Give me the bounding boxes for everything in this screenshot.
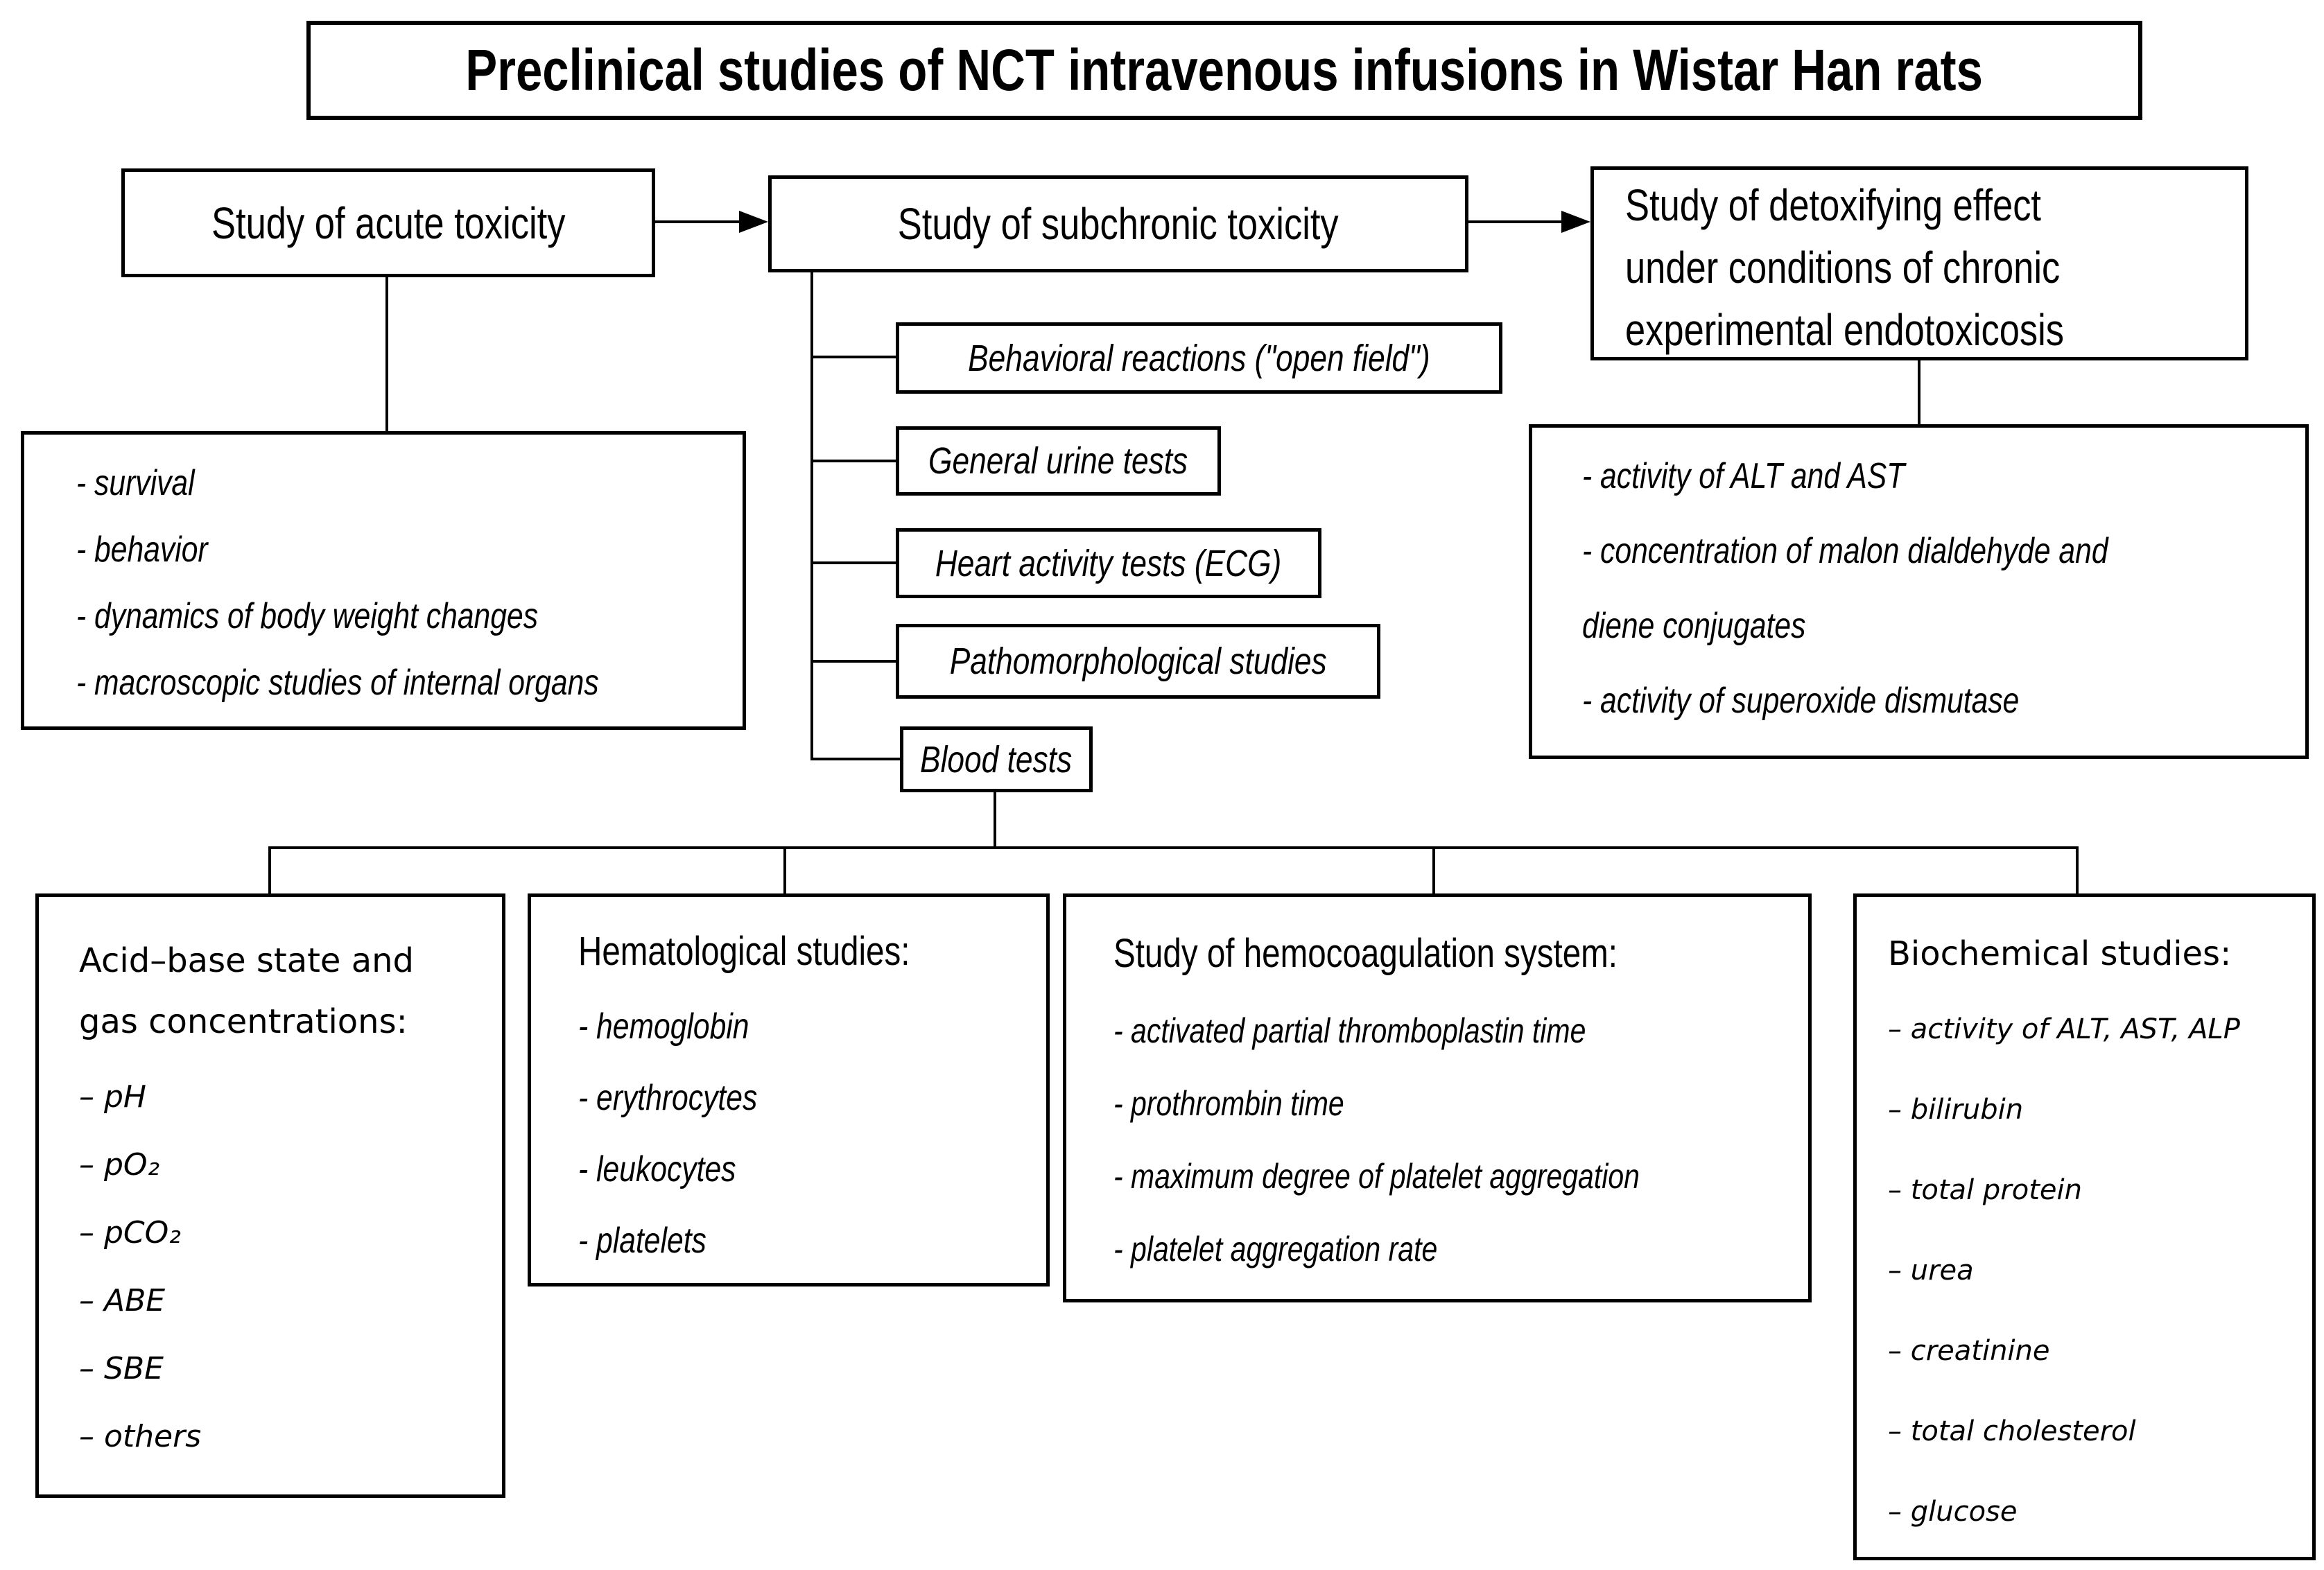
list-item: – ABE — [79, 1283, 166, 1318]
list-item: - survival — [76, 463, 195, 503]
list-item: - macroscopic studies of internal organs — [76, 663, 599, 703]
node-behavioral-reactions: Behavioral reactions ("open field") — [896, 322, 1502, 394]
connector-acute-to-subchronic — [655, 220, 742, 223]
list-item: – urea — [1888, 1255, 1974, 1286]
node-label: Study of acute toxicity — [211, 198, 566, 248]
node-heart-activity-tests-ecg: Heart activity tests (ECG) — [896, 528, 1321, 598]
connector-subchronic-to-detox — [1468, 220, 1563, 223]
list-item: - platelets — [578, 1221, 706, 1261]
list-item: - activated partial thromboplastin time — [1113, 1011, 1586, 1050]
connector-branch-behavioral — [810, 356, 896, 358]
acute-toxicity-details-box: - survival - behavior - dynamics of body… — [21, 431, 746, 730]
list-item: - prothrombin time — [1113, 1084, 1344, 1123]
list-item: – glucose — [1888, 1496, 2018, 1528]
list-item: - erythrocytes — [578, 1078, 758, 1118]
node-label: Pathomorphological studies — [949, 640, 1327, 682]
list-item: – total protein — [1888, 1174, 2082, 1206]
connector-detox-to-details — [1918, 360, 1920, 424]
list-item: - platelet aggregation rate — [1113, 1230, 1438, 1268]
connector-distributor-line — [268, 846, 2079, 849]
node-general-urine-tests: General urine tests — [896, 426, 1221, 496]
connector-branch-urine — [810, 460, 896, 462]
list-item: – pO₂ — [79, 1147, 160, 1183]
list-item: – SBE — [79, 1351, 164, 1386]
biochemical-studies-box: Biochemical studies: – activity of ALT, … — [1853, 893, 2316, 1560]
list-item: - leukocytes — [578, 1149, 736, 1189]
detox-effect-details-box: - activity of ALT and AST - concentratio… — [1529, 424, 2309, 759]
section-header: Hematological studies: — [578, 929, 910, 974]
list-item: – total cholesterol — [1888, 1415, 2136, 1447]
connector-branch-blood — [810, 758, 900, 760]
section-header: Study of hemocoagulation system: — [1113, 931, 1618, 976]
connector-stub-biochemical — [2076, 846, 2079, 893]
connector-stub-hemocoagulation — [1432, 846, 1435, 893]
diagram-title-box: Preclinical studies of NCT intravenous i… — [306, 21, 2142, 120]
node-study-of-detoxifying-effect: Study of detoxifying effect under condit… — [1590, 166, 2248, 360]
list-item: – others — [79, 1419, 202, 1454]
arrowhead-right-icon — [1561, 211, 1590, 233]
node-label: Study of subchronic toxicity — [898, 199, 1339, 249]
connector-acute-to-details — [385, 277, 388, 431]
node-study-of-subchronic-toxicity: Study of subchronic toxicity — [768, 175, 1468, 272]
connector-branch-heart — [810, 561, 896, 564]
list-item: – activity of ALT, AST, ALP — [1888, 1013, 2240, 1045]
arrowhead-right-icon — [739, 211, 768, 233]
connector-branch-pathomorphological — [810, 660, 896, 663]
acid-base-state-box: Acid–base state and gas concentrations: … — [35, 893, 505, 1498]
section-header: Acid–base state and gas concentrations: — [79, 941, 415, 1041]
list-item: - hemoglobin — [578, 1006, 749, 1047]
node-label: Blood tests — [920, 738, 1073, 780]
list-item: – bilirubin — [1888, 1094, 2024, 1126]
list-item: – pH — [79, 1079, 147, 1115]
section-header: Biochemical studies: — [1888, 934, 2232, 973]
hemocoagulation-system-box: Study of hemocoagulation system: - activ… — [1063, 893, 1812, 1302]
node-study-of-acute-toxicity: Study of acute toxicity — [121, 168, 655, 277]
list-item: - concentration of malon dialdehyde and … — [1582, 531, 2108, 646]
connector-stub-acid-base — [268, 846, 271, 893]
connector-subchronic-trunk — [810, 272, 813, 760]
node-label: Behavioral reactions ("open field") — [968, 337, 1430, 379]
node-label: Heart activity tests (ECG) — [935, 542, 1282, 584]
node-pathomorphological-studies: Pathomorphological studies — [896, 624, 1380, 699]
connector-stub-hematological — [783, 846, 786, 893]
hematological-studies-box: Hematological studies: - hemoglobin - er… — [528, 893, 1050, 1286]
list-item: – pCO₂ — [79, 1215, 181, 1250]
node-label: General urine tests — [928, 440, 1188, 482]
list-item: - activity of ALT and AST — [1582, 456, 1905, 496]
list-item: - activity of superoxide dismutase — [1582, 681, 2020, 721]
node-blood-tests: Blood tests — [900, 726, 1093, 792]
node-label: Study of detoxifying effect under condit… — [1625, 180, 2065, 355]
list-item: – creatinine — [1888, 1335, 2050, 1367]
list-item: - maximum degree of platelet aggregation — [1113, 1157, 1640, 1196]
list-item: - behavior — [76, 530, 208, 570]
diagram-title: Preclinical studies of NCT intravenous i… — [465, 37, 1984, 103]
connector-blood-to-distributor — [994, 792, 996, 849]
list-item: - dynamics of body weight changes — [76, 596, 539, 636]
